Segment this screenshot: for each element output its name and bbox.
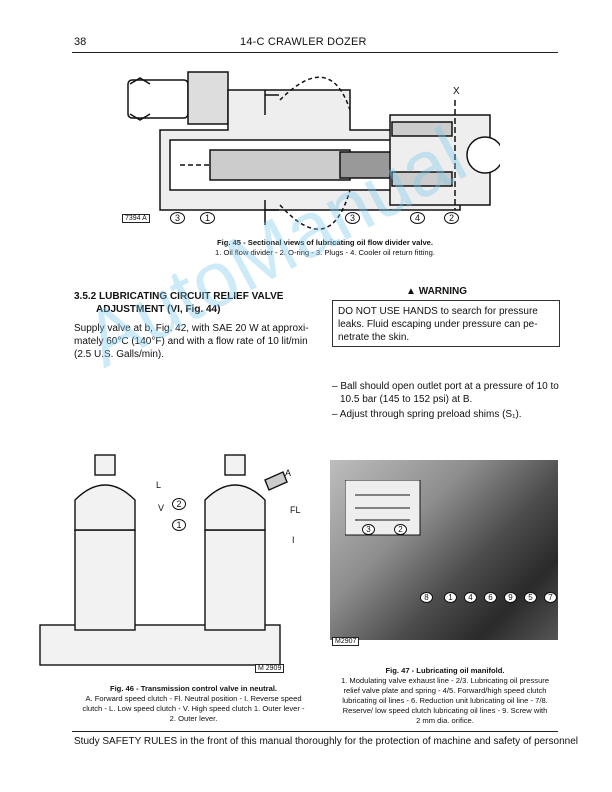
fig45-sectional-drawing	[127, 71, 500, 230]
fig45-callout: 3	[345, 212, 360, 224]
fig47-caption-title: Fig. 47 - Lubricating oil manifold.	[385, 666, 505, 675]
fig47-callout: 7	[544, 592, 557, 603]
fig45-caption-title: Fig. 45 - Sectional views of lubricating…	[216, 238, 434, 247]
fig46-caption-title: Fig. 46 - Transmission control valve in …	[109, 684, 278, 693]
fig47-callout: 5	[524, 592, 537, 603]
fig46-label-l: L	[156, 480, 162, 490]
header-rule	[72, 52, 558, 53]
fig46-caption: Fig. 46 - Transmission control valve in …	[82, 684, 305, 723]
fig47-callout: 4	[464, 592, 477, 603]
fig46-callout: 2	[172, 498, 186, 510]
warning-triangle-icon: ▲	[406, 286, 416, 297]
fig46-label-v: V	[158, 503, 165, 513]
fig47-callout: 1	[444, 592, 457, 603]
fig46-callout: 1	[172, 519, 186, 531]
fig45-callout: 1	[200, 212, 215, 224]
fig47-callout: 8	[420, 592, 433, 603]
fig46-label-i: I	[292, 535, 295, 545]
bullet-adjust-shims: – Adjust through spring preload shims (S…	[332, 409, 522, 420]
fig45-caption-body: 1. Oil flow divider - 2. O-ring - 3. Plu…	[215, 248, 435, 257]
page-number: 38	[74, 36, 87, 48]
warning-text: DO NOT USE HANDS to search for pressure …	[338, 306, 538, 343]
fig47-inset-detail	[345, 480, 421, 536]
fig45-caption: Fig. 45 - Sectional views of lubricating…	[130, 238, 520, 258]
fig47-tag: M2907	[332, 637, 360, 646]
fig45-tag: 7394 A	[122, 214, 150, 223]
warning-box	[332, 300, 560, 347]
fig45-x1-label: X	[453, 86, 460, 97]
fig45-callout: 4	[410, 212, 425, 224]
fig47-callout: 9	[504, 592, 517, 603]
fig47-callout: 3	[362, 524, 375, 535]
fig46-valve-drawing	[39, 454, 288, 666]
section-heading: 3.5.2 LUBRICATING CIRCUIT RELIEF VALVE A…	[74, 291, 284, 315]
fig47-caption: Fig. 47 - Lubricating oil manifold. 1. M…	[340, 666, 550, 725]
fig46-label-fl: FL	[290, 505, 301, 515]
bullet-ball-pressure: – Ball should open outlet port at a pres…	[332, 381, 559, 405]
section-paragraph: Supply valve at b, Fig. 42, with SAE 20 …	[74, 323, 309, 360]
fig46-tag: M 2909	[255, 664, 285, 673]
fig45-callout: 3	[170, 212, 185, 224]
warning-heading: ▲ WARNING	[402, 286, 472, 297]
footer-safety-note: Study SAFETY RULES in the front of this …	[74, 736, 578, 747]
footer-rule	[72, 731, 558, 732]
page-title: 14-C CRAWLER DOZER	[240, 36, 367, 48]
fig47-callout: 6	[484, 592, 497, 603]
fig47-callout: 2	[394, 524, 407, 535]
fig45-callout: 2	[444, 212, 459, 224]
fig46-label-a: A	[285, 468, 292, 478]
